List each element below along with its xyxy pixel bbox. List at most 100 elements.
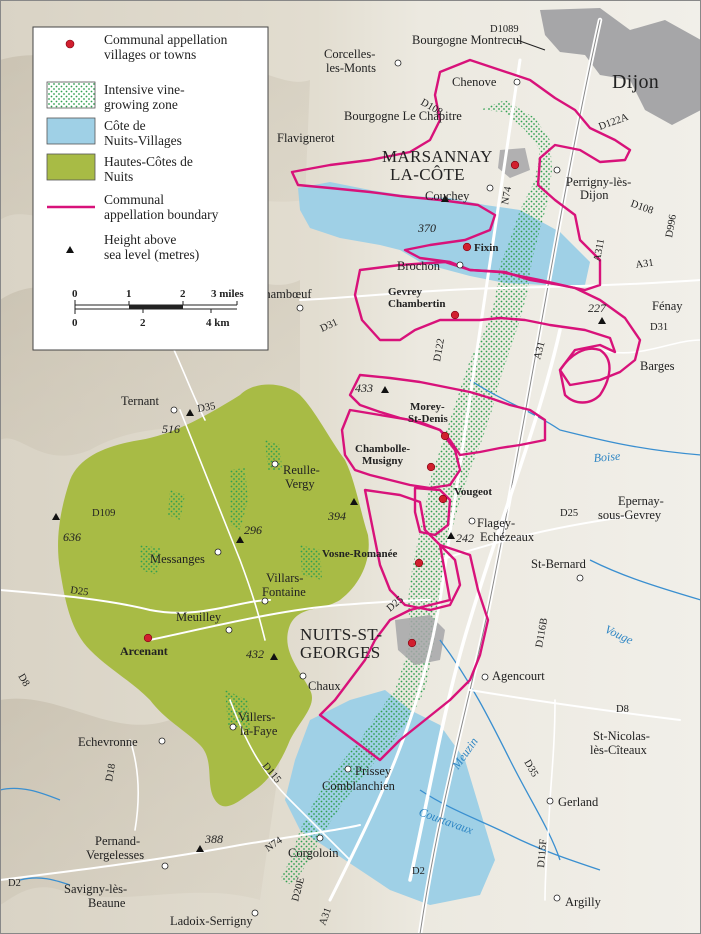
height-label: 388: [204, 832, 223, 846]
road-label: D18: [104, 763, 118, 783]
height-label: 432: [246, 647, 264, 661]
height-label: 394: [327, 509, 346, 523]
town-label-chenove: Chenove: [452, 75, 497, 89]
town-label-gerland: Gerland: [558, 795, 599, 809]
road-label: D2: [8, 878, 21, 889]
town-label-chaux: Chaux: [308, 679, 341, 693]
town-label-ladoix: Ladoix-Serrigny: [170, 914, 253, 928]
nuits-urban-area: [395, 615, 445, 665]
town-label-st-nicolas: St-Nicolas-lès-Cîteaux: [590, 729, 650, 757]
town-label-brochon: Brochon: [397, 259, 441, 273]
scale-tick: 2: [180, 288, 186, 300]
town-markers: [158, 59, 584, 917]
road-label: D8: [616, 704, 629, 715]
town-label-epernay: Epernay-sous-Gevrey: [598, 494, 664, 522]
town-label-prissey: Prissey: [355, 764, 392, 778]
road-label: D2: [412, 866, 425, 877]
legend-swatch-hautes-cotes: [46, 153, 96, 181]
town-label-bourgogne-le-chapitre: Bourgogne Le Chapitre: [344, 109, 462, 123]
river-label-boise: Boise: [593, 449, 621, 465]
road-label: D25: [560, 508, 578, 519]
height-label: 227: [588, 301, 607, 315]
scale-bar: 0 1 2 3 miles 0 2 4 km: [72, 288, 244, 329]
town-label-echevronne: Echevronne: [78, 735, 138, 749]
town-label-argilly: Argilly: [565, 895, 602, 909]
scale-tick: 3 miles: [211, 288, 244, 300]
town-label-savigny: Savigny-lès-Beaune: [64, 882, 127, 910]
road-label: D25: [70, 585, 89, 598]
village-label-vosne: Vosne-Romanée: [322, 548, 397, 560]
road-label: D109: [92, 508, 115, 519]
scale-tick: 2: [140, 317, 146, 329]
town-label-couchey: Couchey: [425, 189, 470, 203]
height-label: 370: [417, 221, 436, 235]
road-label: A311: [592, 238, 607, 263]
road-label: D35: [197, 401, 217, 415]
height-label: 242: [456, 531, 474, 545]
city-label-dijon: Dijon: [612, 71, 659, 93]
road-label: A31: [532, 340, 547, 360]
village-label-fixin: Fixin: [474, 242, 498, 254]
road-label: N74: [500, 185, 514, 205]
hautes-cotes-de-nuits-zone: [58, 384, 369, 807]
height-label: 516: [162, 422, 180, 436]
legend-swatch-height: [66, 246, 74, 253]
height-markers: [52, 195, 606, 852]
town-label-agencourt: Agencourt: [492, 669, 545, 683]
road-label: D122: [432, 338, 447, 363]
road-label: D115F: [536, 838, 549, 868]
town-label-villars-fontaine: Villars-Fontaine: [262, 571, 306, 599]
road-label: D116B: [534, 617, 550, 648]
town-label-barges: Barges: [640, 359, 675, 373]
scale-tick: 1: [126, 288, 132, 300]
height-label: 433: [355, 381, 373, 395]
town-label-bourgogne-montrecul: Bourgogne Montrecul: [412, 33, 523, 47]
village-label-morey: Morey-St-Denis: [408, 401, 448, 425]
appellation-village-markers: [143, 160, 520, 648]
village-label-arcenant: Arcenant: [120, 644, 168, 658]
town-label-flavignerot: Flavignerot: [277, 131, 335, 145]
town-label-pernand: Pernand-Vergelesses: [86, 834, 144, 862]
town-label-reulle-vergy: Reulle-Vergy: [283, 463, 320, 491]
town-label-villers-la-faye: Villers-la-Faye: [238, 710, 278, 738]
village-label-chambolle: Chambolle-Musigny: [355, 443, 410, 467]
town-label-comblanchien: Comblanchien: [322, 779, 396, 793]
town-label-ternant: Ternant: [121, 394, 160, 408]
town-label-nuits: NUITS-ST-GEORGES: [300, 625, 382, 662]
road-label: D31: [650, 322, 668, 333]
height-label: 636: [63, 530, 81, 544]
village-label-vougeot: Vougeot: [454, 486, 492, 498]
town-label-meuilley: Meuilley: [176, 610, 222, 624]
town-label-chamboeuf: Chambœuf: [256, 287, 312, 301]
town-label-messanges: Messanges: [150, 552, 205, 566]
appellation-boundaries: [290, 58, 642, 762]
road-label: D1089: [490, 24, 519, 35]
town-label-st-bernard: St-Bernard: [531, 557, 587, 571]
town-label-flagey: Flagey-Echézeaux: [477, 516, 535, 544]
legend-swatch-vine-zone: [46, 81, 96, 109]
town-label-fenay: Fénay: [652, 299, 683, 313]
road-label: D996: [664, 214, 679, 239]
legend-swatch-cote-de-nuits-villages: [46, 117, 96, 145]
scale-tick: 4 km: [206, 317, 230, 329]
height-label: 296: [244, 523, 262, 537]
montrecul-pointer: [516, 39, 546, 51]
legend-label-vine-zone: Intensive vine-growing zone: [104, 82, 185, 112]
legend-swatch-appellation-village: [65, 39, 75, 49]
town-label-corcelles: Corcelles-les-Monts: [324, 47, 376, 75]
town-label-perrigny: Perrigny-lès-Dijon: [566, 175, 631, 202]
road-label: A31: [635, 258, 654, 271]
town-label-corgoloin: Corgoloin: [288, 846, 339, 860]
scale-tick: 0: [72, 317, 78, 329]
dijon-urban-area: [540, 8, 701, 125]
scale-tick: 0: [72, 288, 78, 300]
